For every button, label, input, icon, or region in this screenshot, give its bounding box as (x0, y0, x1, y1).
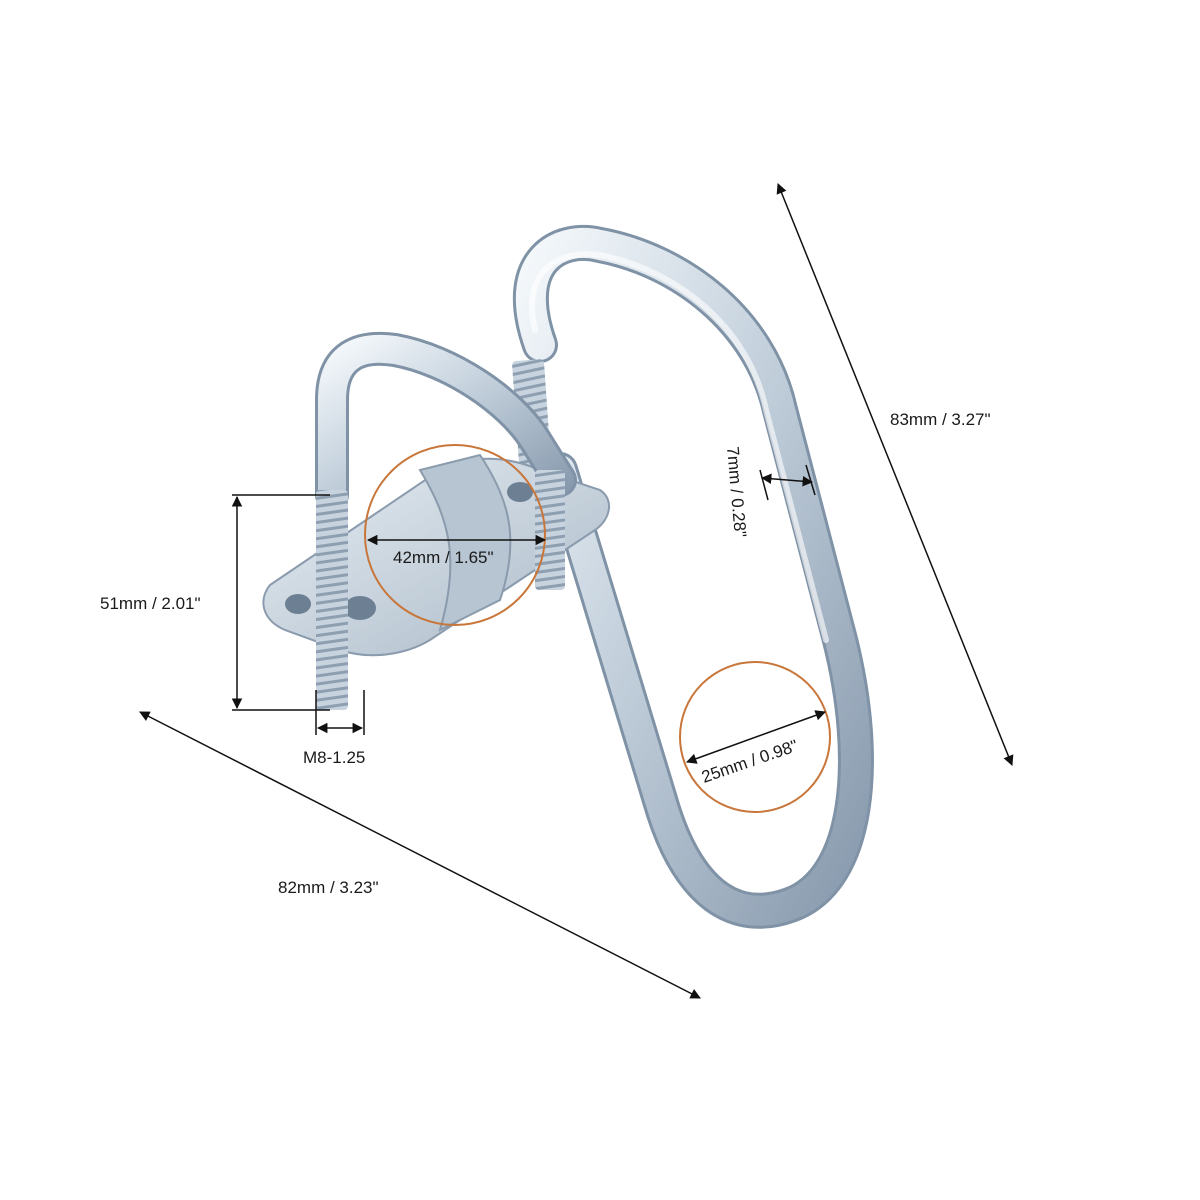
inner-width-dim-line (686, 710, 826, 764)
main-rod (512, 224, 874, 929)
width-dim-line (139, 711, 701, 999)
clamp-width-label: 42mm / 1.65" (393, 548, 494, 567)
height-dim-label: 83mm / 3.27" (890, 410, 991, 429)
rod-thickness-dim (759, 464, 816, 501)
thread-spec-label: M8-1.25 (303, 748, 365, 767)
front-u-bolt (315, 331, 577, 710)
thread-spec-dim (315, 690, 365, 735)
rod-thickness-label: 7mm / 0.28" (723, 446, 750, 538)
width-dim-label: 82mm / 3.23" (278, 878, 379, 897)
front-thread-leg (316, 490, 348, 710)
inner-width-label: 25mm / 0.98" (699, 736, 800, 787)
thread-length-dim (231, 494, 330, 711)
height-dim-line (776, 183, 1014, 766)
thread-length-label: 51mm / 2.01" (100, 594, 201, 613)
right-thread-leg (535, 470, 565, 590)
